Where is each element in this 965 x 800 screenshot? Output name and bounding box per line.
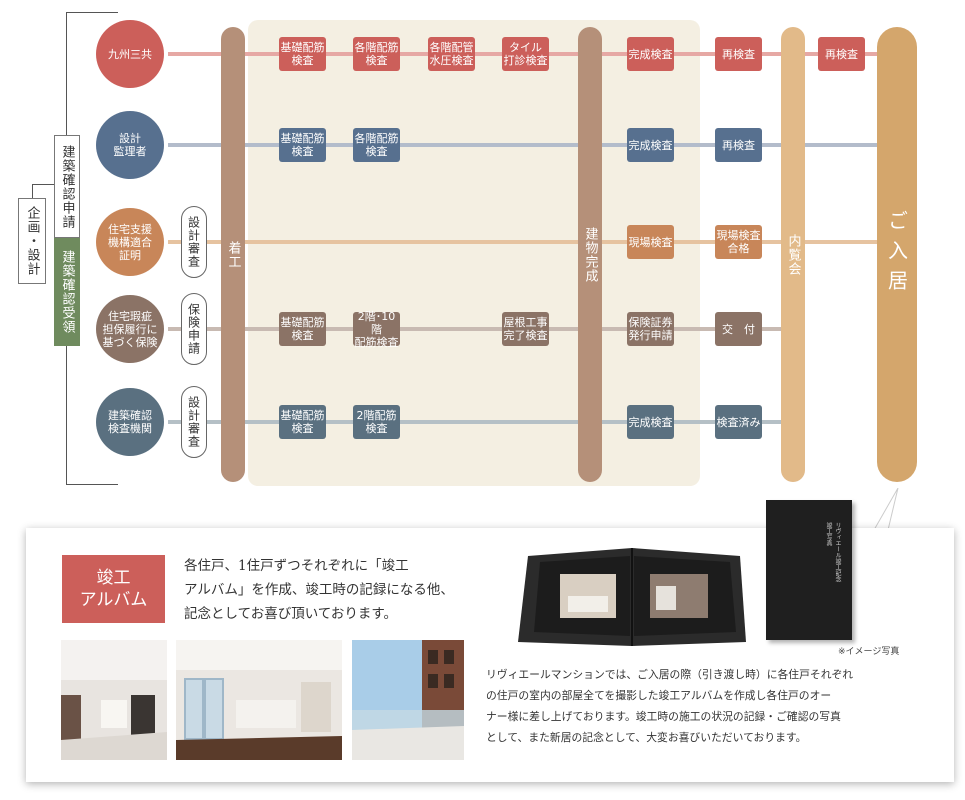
row-circle: 住宅瑕疵 担保履行に 基づく保険 (96, 295, 164, 363)
image-note: ※イメージ写真 (838, 647, 900, 657)
row-circle-label: 建築確認 検査機関 (108, 409, 152, 435)
row-circle-label: 設計 監理者 (113, 132, 147, 158)
row-pill: 設計審査 (181, 206, 207, 278)
row-line (168, 143, 880, 147)
row-circle-label: 住宅支援 機構適合 証明 (108, 222, 152, 262)
inspection-box-label: 屋根工事 完了検査 (503, 316, 548, 342)
inspection-box-label: 基礎配筋 検査 (280, 41, 325, 67)
inspection-box: 完成検査 (627, 405, 674, 439)
inspection-box-label: 再検査 (722, 138, 755, 152)
bracket-tick-v (32, 184, 33, 198)
inspection-box-label: 完成検査 (628, 47, 673, 61)
balcony-photo (352, 640, 464, 760)
inspection-box: 2階配筋 検査 (353, 405, 400, 439)
inspection-box-label: 完成検査 (628, 138, 673, 152)
inspection-box-label: 2階配筋 検査 (356, 409, 397, 435)
inspection-box-label: 各階配筋 検査 (354, 132, 399, 158)
row-pill: 保険申請 (181, 293, 207, 365)
album-description: リヴィエールマンションでは、ご入居の際（引き渡し時）に各住戸それぞれ の住戸の室… (486, 668, 854, 744)
open-album-image (518, 548, 746, 646)
inspection-box-label: 現場検査 (628, 235, 673, 249)
inspection-box: 基礎配筋 検査 (279, 128, 326, 162)
inspection-box-label: 基礎配筋 検査 (280, 409, 325, 435)
inspection-box: 現場検査 合格 (715, 225, 762, 259)
inspection-box: 再検査 (715, 37, 762, 71)
row-circle: 建築確認 検査機関 (96, 388, 164, 456)
inspection-box: 保険証券 発行申請 (627, 312, 674, 346)
completion-album-tag-text: 竣工 アルバム (79, 568, 148, 610)
inspection-box: 各階配筋 検査 (353, 37, 400, 71)
row-circle-label: 住宅瑕疵 担保履行に 基づく保険 (102, 309, 158, 349)
phase-bracket-bottom (66, 484, 118, 485)
inspection-box-label: 保険証券 発行申請 (628, 316, 673, 342)
building-permit-application-label: 建築確認申請 (54, 135, 80, 238)
inspection-box-label: 再検査 (825, 47, 858, 61)
phase-bracket-top (66, 12, 118, 13)
bracket-tick (32, 184, 54, 185)
row-pill: 設計審査 (181, 386, 207, 458)
row-circle: 設計 監理者 (96, 111, 164, 179)
row-line (168, 420, 790, 424)
inspection-box: 各階配管 水圧検査 (428, 37, 475, 71)
inspection-box: 完成検査 (627, 37, 674, 71)
album-cover-title: リヴィエール竣工記念 竣工写真 (825, 522, 841, 582)
row-line (168, 327, 790, 331)
inspection-box-label: 各階配筋 検査 (354, 41, 399, 67)
completion-album-tag: 竣工 アルバム (62, 555, 165, 623)
building-permit-receipt-label: 建築確認受領 (54, 238, 80, 346)
row-circle-label: 九州三共 (108, 47, 152, 61)
preview-event-bar: 内覧会 (781, 27, 805, 482)
inspection-box: 基礎配筋 検査 (279, 405, 326, 439)
inspection-box-label: 交 付 (722, 322, 755, 336)
inspection-box: タイル 打診検査 (502, 37, 549, 71)
inspection-box: 現場検査 (627, 225, 674, 259)
planning-design-label: 企画・設計 (18, 198, 46, 284)
closed-album-image: リヴィエール竣工記念 竣工写真 (766, 500, 852, 640)
move-in-bar: ご入居 (877, 27, 917, 482)
inspection-box-label: 基礎配筋 検査 (280, 132, 325, 158)
inspection-box-label: 現場検査 合格 (716, 229, 761, 255)
album-caption: 各住戸、1住戸ずつそれぞれに「竣工 アルバム」を作成、竣工時の記録になる他、 記… (184, 558, 454, 622)
row-circle: 九州三共 (96, 20, 164, 88)
inspection-box: 各階配筋 検査 (353, 128, 400, 162)
callout-tail (873, 488, 899, 531)
interior-photo-2 (176, 640, 342, 760)
inspection-box-label: タイル 打診検査 (503, 41, 548, 67)
inspection-box-label: 再検査 (722, 47, 755, 61)
inspection-box: 屋根工事 完了検査 (502, 312, 549, 346)
inspection-box-label: 完成検査 (628, 415, 673, 429)
inspection-box-label: 2階･10階 配筋検査 (354, 309, 399, 349)
inspection-box: 基礎配筋 検査 (279, 312, 326, 346)
inspection-box-label: 検査済み (716, 415, 761, 429)
inspection-box: 完成検査 (627, 128, 674, 162)
inspection-box: 2階･10階 配筋検査 (353, 309, 400, 349)
construction-start-bar: 着工 (221, 27, 245, 482)
inspection-box: 再検査 (818, 37, 865, 71)
inspection-box-label: 各階配管 水圧検査 (429, 41, 474, 67)
row-line (168, 240, 880, 244)
inspection-box: 検査済み (715, 405, 762, 439)
row-circle: 住宅支援 機構適合 証明 (96, 208, 164, 276)
inspection-box: 再検査 (715, 128, 762, 162)
inspection-box: 基礎配筋 検査 (279, 37, 326, 71)
building-completion-bar: 建物完成 (578, 27, 602, 482)
interior-photo-1 (61, 640, 167, 760)
inspection-box-label: 基礎配筋 検査 (280, 316, 325, 342)
inspection-box: 交 付 (715, 312, 762, 346)
